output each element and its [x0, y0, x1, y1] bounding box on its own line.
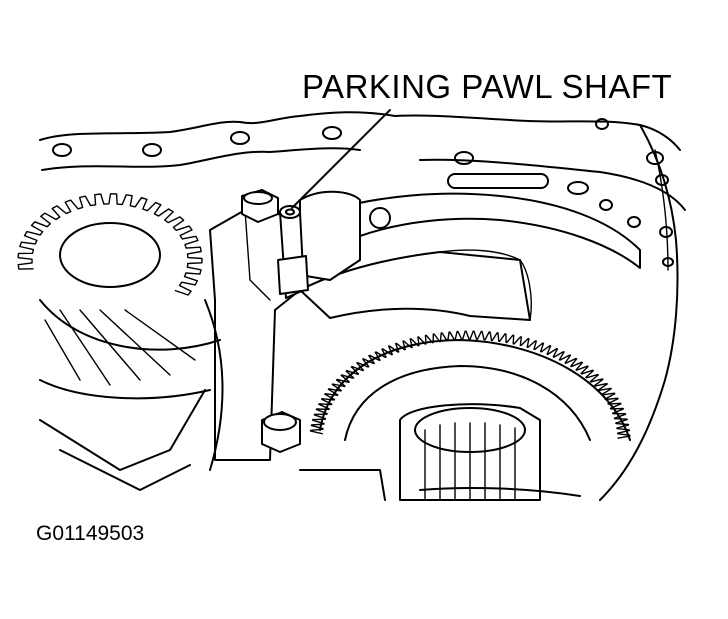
pawl-bracket: [209, 190, 361, 461]
ring-gear: [309, 330, 631, 439]
figure-id: G01149503: [36, 522, 145, 545]
bolt-upper: [241, 189, 279, 223]
left-gear-body: [39, 222, 224, 491]
ring-gear-body: [299, 339, 631, 501]
ring-gear-teeth: [309, 330, 631, 439]
bolt-lower: [261, 411, 301, 453]
parking-lever-arm: [299, 192, 641, 321]
transmission-case: [39, 111, 686, 501]
left-gear: [17, 193, 203, 296]
left-gear-teeth: [17, 193, 203, 296]
callout-label: PARKING PAWL SHAFT: [302, 68, 673, 105]
parking-pawl-shaft: [277, 205, 309, 299]
callout-leader-line: [291, 109, 391, 209]
